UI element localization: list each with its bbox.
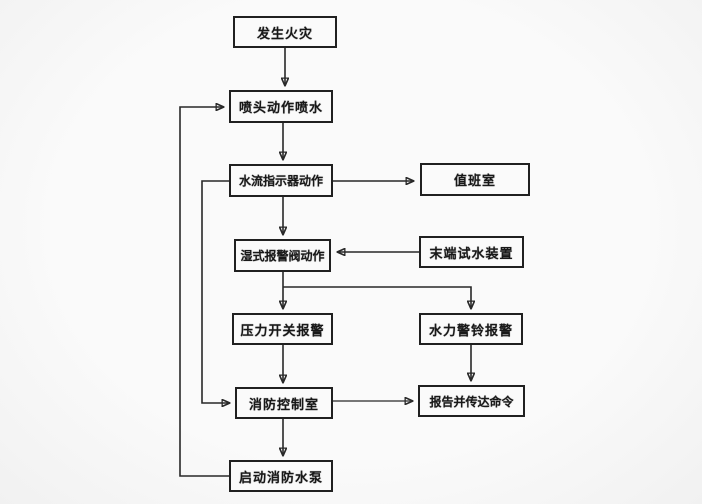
flow-node-start-fire-pump: 启动消防水泵 (229, 460, 333, 492)
flow-node-hydraulic-alarm-bell: 水力警铃报警 (419, 313, 523, 345)
edge-flowind-to-ctrlroom (201, 180, 229, 403)
flow-node-duty-room: 值班室 (420, 163, 530, 196)
flow-node-fire-control-room: 消防控制室 (235, 387, 333, 419)
edge-startpump-to-sprinkler (179, 107, 229, 477)
flow-node-sprinkler-sprays: 喷头动作喷水 (229, 90, 333, 123)
flow-node-end-test-device: 末端试水装置 (419, 236, 524, 268)
flow-node-water-flow-indicator: 水流指示器动作 (229, 164, 333, 197)
edge-wetvalve-to-bell (283, 286, 471, 308)
flow-node-report-and-relay-orders: 报告并传达命令 (418, 385, 525, 417)
flow-node-fire-occurs: 发生火灾 (233, 16, 337, 48)
flow-node-pressure-switch-alarm: 压力开关报警 (232, 313, 333, 345)
flow-node-wet-alarm-valve: 湿式报警阀动作 (234, 239, 331, 272)
